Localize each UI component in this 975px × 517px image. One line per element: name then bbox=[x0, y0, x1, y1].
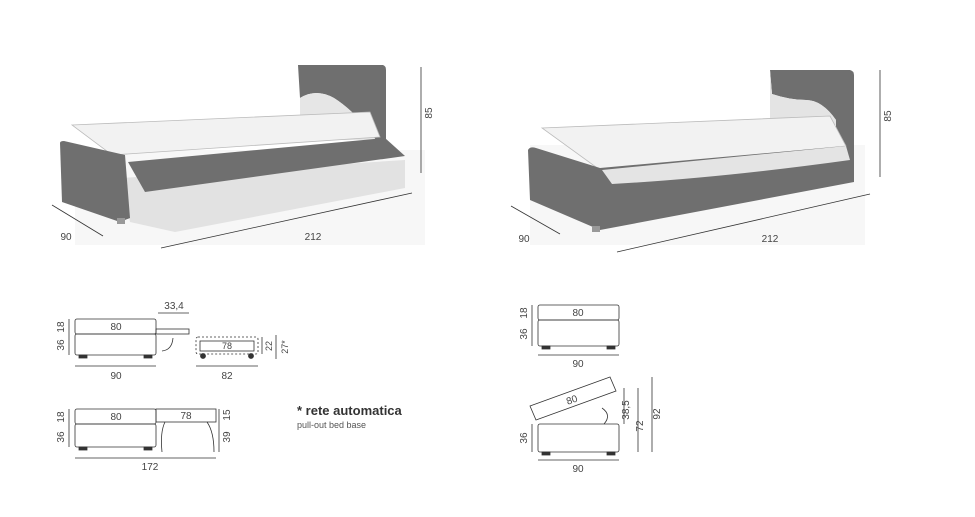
foot bbox=[541, 345, 551, 350]
foot bbox=[143, 446, 153, 451]
total-height-label: 92 bbox=[652, 408, 663, 420]
diagram-storage-closed-labels: 80 18 36 90 bbox=[519, 307, 584, 370]
note-title: * rete automatica bbox=[297, 403, 402, 418]
pullout-height-label: 22 bbox=[264, 341, 274, 351]
foot bbox=[143, 354, 153, 359]
main-mattress bbox=[70, 111, 381, 156]
wheel bbox=[248, 353, 254, 359]
foot bbox=[78, 446, 88, 451]
depth-dim-line bbox=[51, 204, 104, 237]
pullout-inner-label: 78 bbox=[222, 341, 232, 351]
diagram-trundle-closed bbox=[68, 312, 277, 367]
headboard-cutout bbox=[770, 70, 836, 125]
extension-outline bbox=[155, 328, 190, 335]
width-label: 90 bbox=[572, 464, 584, 475]
pullout-outline bbox=[195, 336, 259, 355]
pullout-mattress bbox=[128, 138, 405, 192]
depth-label: 90 bbox=[518, 234, 530, 245]
extension-label: 33,4 bbox=[164, 301, 184, 312]
lifted-mattress-outline bbox=[529, 376, 617, 421]
legend-note: * rete automatica pull-out bed base bbox=[297, 403, 402, 430]
top-height-label: 18 bbox=[519, 307, 530, 319]
depth-dim-line bbox=[510, 205, 561, 235]
diagram-trundle-closed-labels: 80 33,4 18 36 90 78 82 22 27* bbox=[56, 301, 290, 382]
pullout-leg bbox=[206, 421, 215, 453]
depth-label: 90 bbox=[60, 232, 72, 243]
length-dim-line bbox=[616, 193, 871, 253]
mattress-label: 80 bbox=[565, 393, 580, 407]
base-outline bbox=[74, 333, 157, 356]
inner-rail bbox=[602, 146, 850, 184]
wheel bbox=[200, 353, 206, 359]
base-height-label: 36 bbox=[519, 432, 530, 444]
foot bbox=[117, 218, 125, 224]
mattress-main-label: 80 bbox=[110, 412, 122, 423]
note-subtitle: pull-out bed base bbox=[297, 420, 367, 430]
open-height-label: 72 bbox=[635, 420, 646, 432]
lift-arrow bbox=[601, 407, 608, 425]
base-height-label: 36 bbox=[56, 339, 67, 351]
top-height-label: 18 bbox=[56, 321, 67, 333]
foot bbox=[592, 226, 600, 232]
foot bbox=[541, 451, 551, 456]
length-label: 212 bbox=[305, 232, 322, 243]
pullout-width-label: 82 bbox=[221, 371, 233, 382]
pullout-leg bbox=[161, 421, 166, 453]
foot bbox=[78, 354, 88, 359]
base-outline bbox=[74, 423, 157, 448]
pull-top-label: 15 bbox=[222, 409, 233, 421]
width-label: 172 bbox=[142, 462, 159, 473]
foot bbox=[606, 345, 616, 350]
side-rail bbox=[60, 141, 130, 222]
diagram-storage-open bbox=[529, 376, 653, 461]
length-label: 212 bbox=[762, 234, 779, 245]
diagram-storage-open-labels: 80 36 38,5 72 92 90 bbox=[519, 393, 663, 475]
mattress-label: 80 bbox=[110, 322, 122, 333]
top-height-label: 18 bbox=[56, 411, 67, 423]
width-label: 90 bbox=[572, 359, 584, 370]
width-label: 90 bbox=[110, 371, 122, 382]
base-height-label: 36 bbox=[56, 431, 67, 443]
pullout-mattress-outline bbox=[155, 408, 217, 423]
height-label: 85 bbox=[883, 110, 894, 122]
height-label: 85 bbox=[424, 107, 435, 119]
base-outline bbox=[537, 319, 620, 347]
pullout-inner bbox=[199, 340, 255, 352]
base-outline bbox=[537, 423, 620, 453]
bed-illustration-right: 85 90 212 bbox=[510, 70, 894, 253]
diagram-trundle-open-labels: 80 78 18 36 15 39 172 bbox=[56, 409, 233, 473]
diagram-storage-closed bbox=[531, 304, 620, 356]
pull-leg-label: 39 bbox=[222, 431, 233, 443]
mattress-pull-label: 78 bbox=[180, 411, 192, 422]
pullout-total-label: 27* bbox=[280, 340, 290, 354]
base-height-label: 36 bbox=[519, 328, 530, 340]
diagram-trundle-open bbox=[68, 408, 220, 459]
headboard bbox=[770, 70, 854, 178]
foot bbox=[606, 451, 616, 456]
rotate-arrow bbox=[161, 337, 174, 352]
mattress-label: 80 bbox=[572, 308, 584, 319]
length-dim-line bbox=[160, 192, 413, 249]
lift-label: 38,5 bbox=[621, 400, 632, 420]
bed-illustration-left: 85 90 212 bbox=[51, 65, 435, 249]
